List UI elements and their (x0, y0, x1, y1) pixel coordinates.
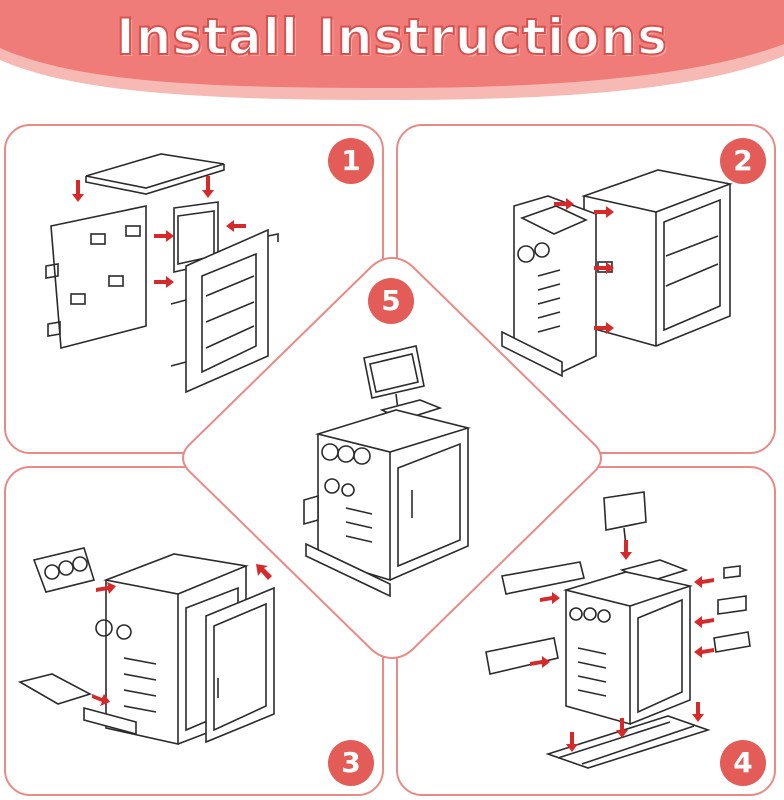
step-3-panel: 3 (4, 466, 384, 796)
step-5-illustration (303, 345, 471, 598)
step-3-illustration (17, 547, 275, 745)
step-4-arrows (530, 540, 714, 752)
step-badge-4: 4 (720, 740, 766, 786)
step-2-arrows (554, 198, 614, 334)
step-badge-1: 1 (328, 138, 374, 184)
step-1-arrows (72, 176, 246, 288)
step-badge-3: 3 (328, 740, 374, 786)
header-banner (0, 0, 784, 100)
step-badge-5: 5 (368, 278, 414, 324)
page-title: Install Instructions (115, 7, 668, 67)
step-3-arrows (92, 564, 272, 706)
step-4-illustration (485, 491, 751, 769)
step-badge-2: 2 (720, 138, 766, 184)
step-1-illustration (45, 153, 279, 394)
step-2-illustration (501, 169, 733, 378)
